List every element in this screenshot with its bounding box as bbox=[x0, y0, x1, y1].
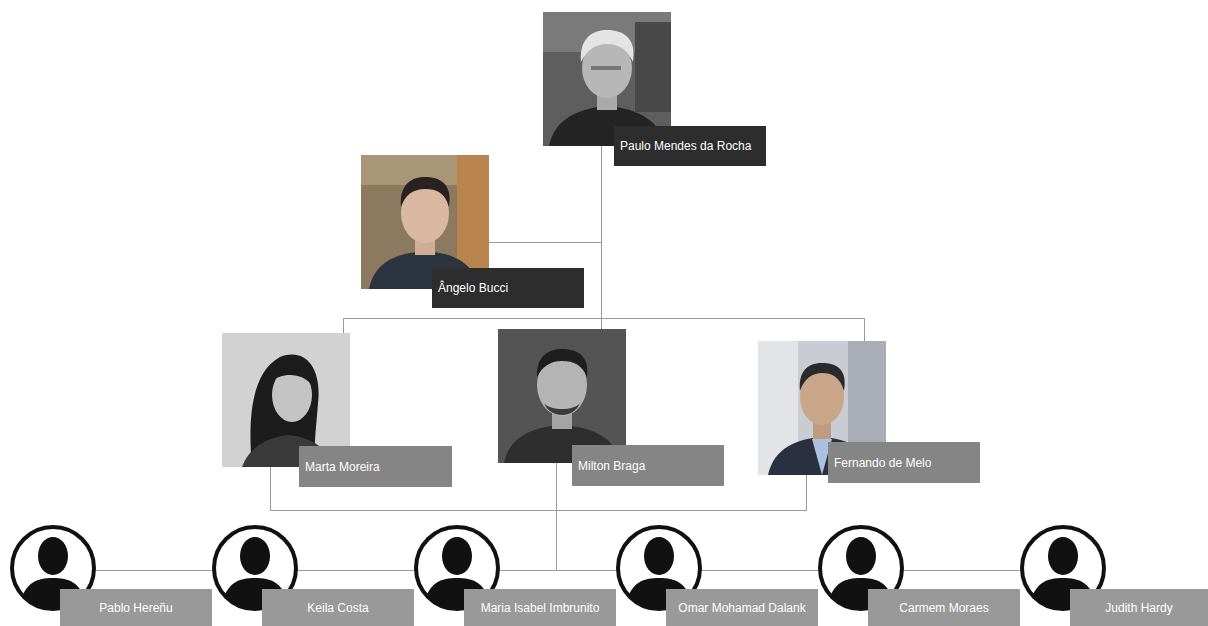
person-name: Carmem Moraes bbox=[874, 601, 1014, 615]
connector-stub bbox=[556, 463, 557, 486]
name-label: Carmem Moraes bbox=[868, 589, 1020, 626]
connector-line bbox=[602, 166, 865, 341]
person-name: Marta Moreira bbox=[305, 460, 446, 474]
person-card: Fernando de Melo bbox=[758, 341, 980, 483]
label-text-group: Judith Hardy bbox=[1076, 601, 1202, 615]
connector-line bbox=[557, 483, 807, 525]
person-card: Paulo Mendes da Rocha bbox=[543, 12, 766, 166]
name-label: Marta Moreira bbox=[299, 446, 452, 487]
person-name: Fernando de Melo bbox=[834, 456, 974, 470]
person-card: Marta Moreira bbox=[222, 333, 452, 487]
name-label: Pablo Hereñu bbox=[60, 589, 212, 626]
label-text-group: Fernando de Melo bbox=[834, 456, 974, 470]
label-text-group: Omar Mohamad Dalank bbox=[672, 601, 812, 615]
connector-stub bbox=[601, 146, 602, 166]
label-text-group: Pablo Hereñu bbox=[66, 601, 206, 615]
name-label: Paulo Mendes da Rocha bbox=[614, 126, 766, 166]
label-text-group: Milton Braga bbox=[578, 459, 718, 473]
person-name: Ângelo Bucci bbox=[438, 281, 578, 295]
person-name: Milton Braga bbox=[578, 459, 718, 473]
staff-card: Maria Isabel Imbrunito bbox=[414, 525, 616, 626]
connector-line bbox=[271, 487, 557, 525]
name-label: Keila Costa bbox=[262, 589, 414, 626]
portrait-photo bbox=[498, 329, 626, 463]
staff-card: Omar Mohamad Dalank bbox=[616, 525, 818, 626]
staff-card: Pablo Hereñu bbox=[10, 525, 212, 626]
connector-stub bbox=[806, 475, 807, 483]
person-name: Pablo Hereñu bbox=[66, 601, 206, 615]
person-name: Keila Costa bbox=[268, 601, 408, 615]
label-text-group: Paulo Mendes da Rocha bbox=[620, 139, 760, 153]
connector-line bbox=[271, 487, 819, 571]
person-card: Ângelo Bucci bbox=[361, 155, 584, 308]
name-label: Milton Braga bbox=[572, 445, 724, 486]
name-label: Ângelo Bucci bbox=[432, 268, 584, 308]
name-label: Omar Mohamad Dalank bbox=[666, 589, 818, 626]
label-text-group: Carmem Moraes bbox=[874, 601, 1014, 615]
connector-line bbox=[271, 487, 557, 571]
connector-line bbox=[557, 486, 617, 571]
person-name: Paulo Mendes da Rocha bbox=[620, 139, 760, 153]
staff-card: Carmem Moraes bbox=[818, 525, 1020, 626]
connector-stub bbox=[270, 467, 271, 487]
connector-stub bbox=[489, 242, 584, 243]
connector-line bbox=[584, 166, 602, 243]
person-name: Judith Hardy bbox=[1076, 601, 1202, 615]
label-text-group: Ângelo Bucci bbox=[438, 281, 578, 295]
name-label: Fernando de Melo bbox=[828, 442, 980, 483]
person-card: Milton Braga bbox=[498, 329, 724, 486]
staff-card: Keila Costa bbox=[212, 525, 414, 626]
person-name: Maria Isabel Imbrunito bbox=[470, 601, 610, 615]
person-name: Omar Mohamad Dalank bbox=[672, 601, 812, 615]
connector-line bbox=[212, 483, 807, 571]
name-label: Judith Hardy bbox=[1070, 589, 1208, 626]
staff-card: Judith Hardy bbox=[1020, 525, 1208, 626]
name-label: Maria Isabel Imbrunito bbox=[464, 589, 616, 626]
label-text-group: Keila Costa bbox=[268, 601, 408, 615]
connector-stub bbox=[53, 146, 1063, 571]
label-text-group: Marta Moreira bbox=[305, 460, 446, 474]
label-text-group: Maria Isabel Imbrunito bbox=[470, 601, 610, 615]
